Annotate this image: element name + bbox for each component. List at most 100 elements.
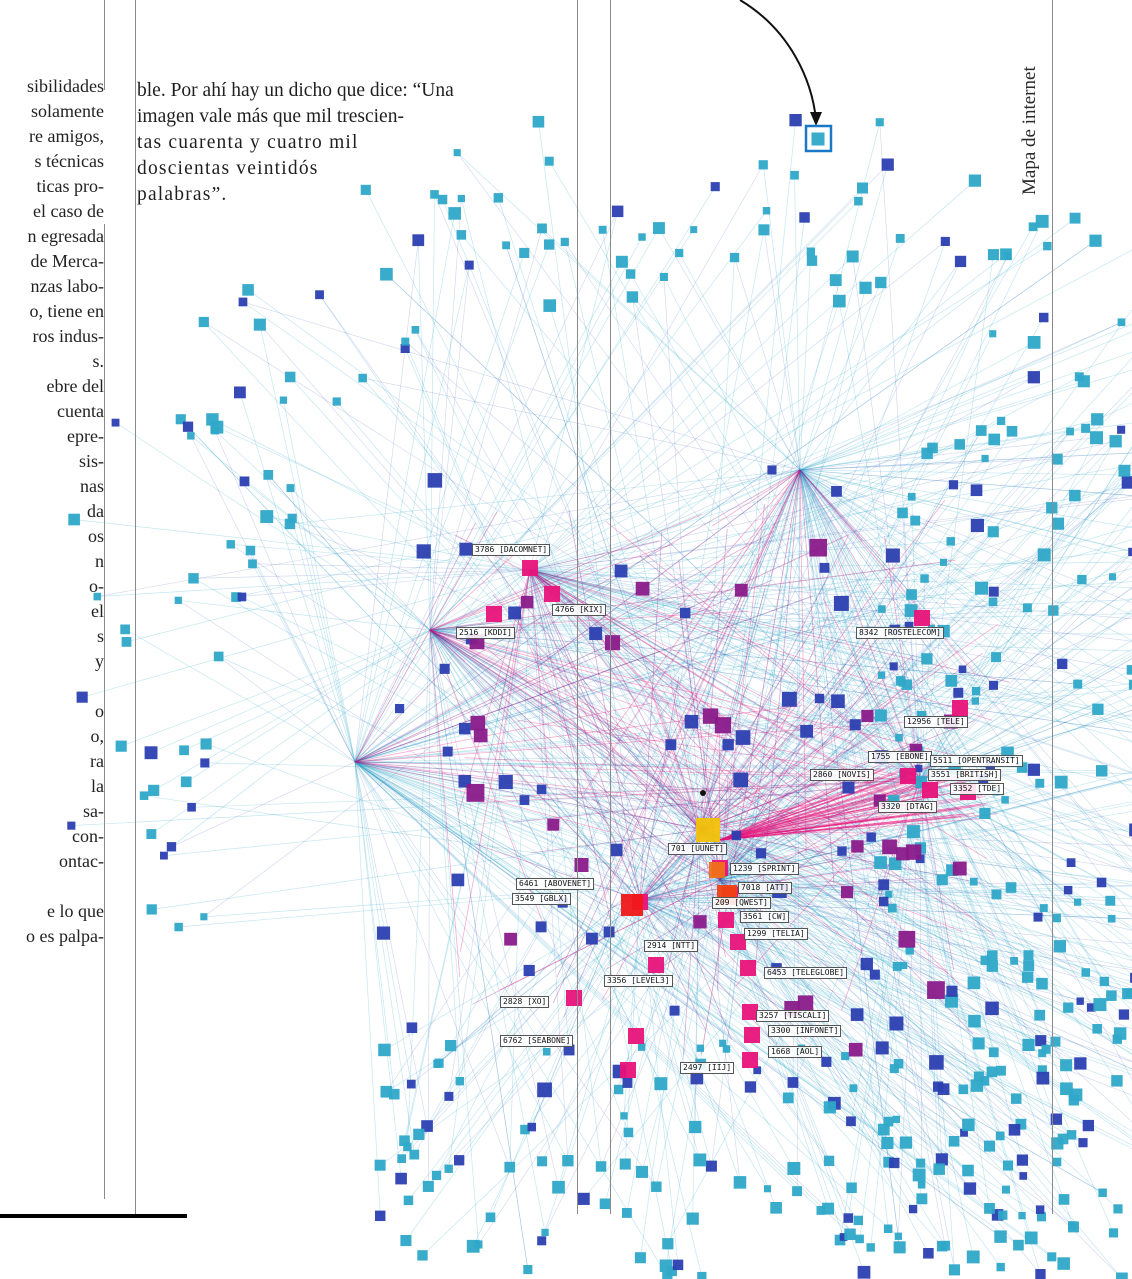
peripheral-node: [1128, 547, 1132, 557]
graph-edge: [639, 899, 1132, 1096]
graph-edge: [719, 431, 1013, 881]
graph-edge: [241, 596, 701, 831]
peripheral-node: [206, 413, 219, 426]
graph-edge: [537, 469, 801, 668]
graph-edge: [429, 194, 435, 631]
peripheral-node: [1016, 762, 1028, 773]
peripheral-node: [144, 746, 158, 760]
graph-edge: [529, 569, 1132, 742]
peripheral-node: [893, 1241, 906, 1254]
graph-edge: [699, 829, 874, 834]
peripheral-node: [895, 733, 903, 742]
graph-edge: [639, 669, 963, 901]
core-node: [718, 912, 734, 928]
graph-edge: [529, 569, 725, 640]
peripheral-node: [946, 537, 955, 546]
graph-edge: [354, 534, 850, 763]
graph-edge: [799, 282, 882, 471]
peripheral-node: [166, 842, 177, 852]
graph-edge: [429, 621, 502, 631]
graph-edge: [799, 376, 1034, 471]
graph-edge: [639, 899, 1132, 945]
graph-edge: [252, 563, 356, 763]
peripheral-node: [988, 1047, 999, 1058]
graph-edge: [919, 658, 1132, 781]
graph-edge: [719, 791, 946, 841]
node-label: 6461 [ABOVENET]: [516, 878, 595, 890]
peripheral-node: [1050, 1036, 1061, 1047]
graph-edge: [529, 569, 894, 667]
graph-edge: [719, 801, 1132, 881]
peripheral-node: [939, 558, 948, 566]
graph-edge: [639, 480, 1132, 901]
peripheral-node: [378, 1043, 391, 1057]
peripheral-node: [762, 207, 771, 215]
peripheral-node: [901, 679, 913, 690]
peripheral-node: [877, 671, 886, 679]
graph-edge: [763, 229, 801, 471]
graph-edge: [799, 469, 1015, 962]
graph-edge: [699, 829, 1073, 1226]
peripheral-node: [111, 418, 120, 427]
graph-edge: [622, 812, 701, 831]
graph-edge: [699, 829, 1132, 1138]
graph-edge: [919, 779, 1128, 994]
inner-node: [861, 709, 874, 723]
peripheral-node: [544, 156, 554, 166]
left-column-line: sibilidades: [27, 76, 104, 96]
graph-edge: [190, 435, 356, 763]
graph-edge: [549, 305, 721, 881]
graph-edge: [354, 761, 701, 1049]
graph-edge: [354, 265, 470, 763]
peripheral-node: [889, 1064, 899, 1074]
graph-edge: [719, 779, 1132, 881]
peripheral-node: [198, 316, 209, 328]
peripheral-node: [1023, 950, 1034, 961]
graph-edge: [212, 419, 921, 781]
graph-edge: [242, 301, 921, 781]
peripheral-node: [1027, 336, 1041, 349]
peripheral-node: [532, 115, 545, 128]
peripheral-node: [400, 1235, 412, 1247]
peripheral-node: [1052, 913, 1061, 923]
graph-edge: [852, 256, 921, 781]
graph-edge: [354, 650, 661, 763]
graph-edge: [505, 245, 701, 831]
node-label: 1668 [AOL]: [768, 1046, 823, 1058]
graph-edge: [563, 469, 801, 1018]
graph-edge: [799, 469, 900, 1248]
graph-edge: [354, 403, 1132, 763]
mid-node: [519, 795, 530, 805]
graph-edge: [699, 628, 878, 831]
peripheral-node: [690, 226, 698, 234]
graph-edge: [529, 323, 1132, 571]
graph-edge: [190, 435, 431, 631]
graph-edge: [529, 569, 997, 895]
peripheral-node: [453, 149, 461, 157]
peripheral-node: [121, 637, 132, 647]
graph-edge: [719, 879, 1132, 907]
graph-edge: [252, 563, 531, 571]
graph-edge: [186, 629, 431, 783]
peripheral-node: [454, 1155, 465, 1166]
peripheral-node: [1116, 1272, 1128, 1279]
peripheral-node: [770, 1202, 782, 1214]
graph-edge: [699, 257, 735, 831]
graph-edge: [901, 683, 921, 781]
graph-edge: [529, 569, 1132, 721]
graph-edge: [667, 776, 701, 831]
graph-edge: [529, 569, 974, 1035]
graph-edge: [699, 829, 907, 1143]
graph-edge: [919, 779, 952, 1002]
graph-edge: [919, 254, 994, 781]
left-column-line: de Merca-: [30, 251, 104, 271]
graph-edge: [354, 761, 668, 1277]
peripheral-node: [910, 515, 921, 526]
peripheral-node: [948, 1136, 960, 1147]
peripheral-node: [1054, 775, 1068, 789]
peripheral-node: [1111, 1075, 1123, 1087]
graph-edge: [529, 569, 732, 1040]
graph-edge: [354, 761, 428, 1127]
graph-edge: [426, 469, 801, 1127]
mid-node: [985, 1001, 999, 1016]
